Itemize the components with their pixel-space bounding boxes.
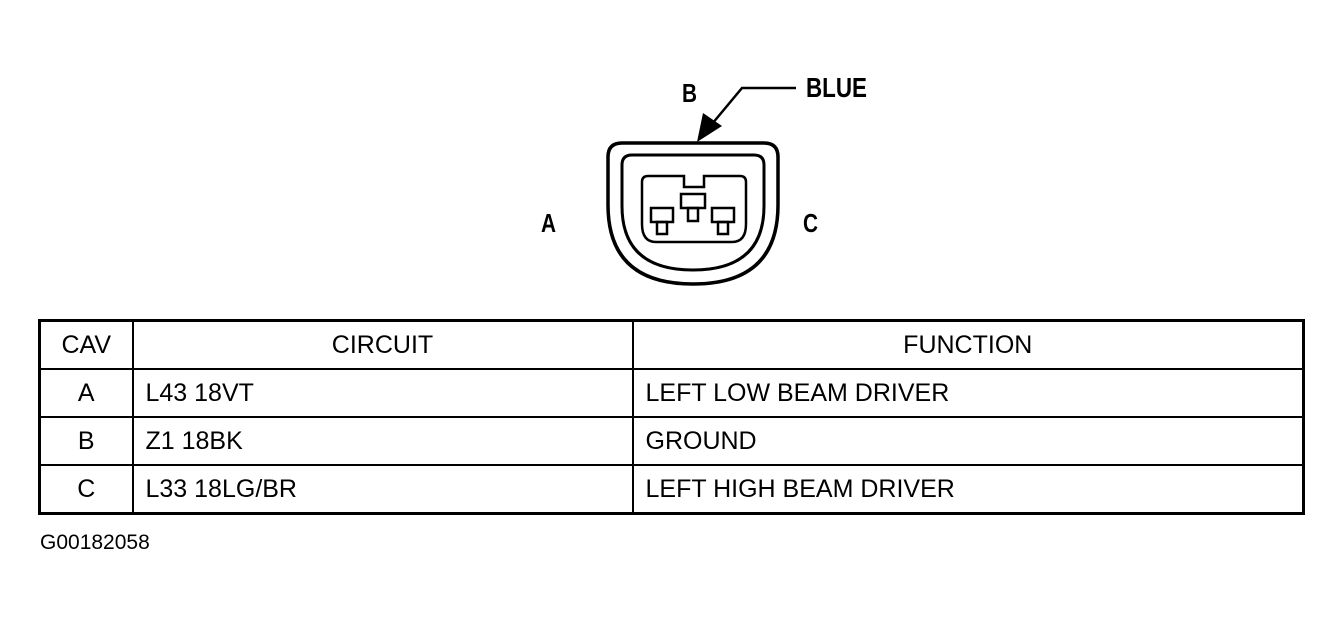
header-cav: CAV — [38, 319, 134, 370]
connector-face-drawing — [606, 86, 796, 286]
function-cell: LEFT LOW BEAM DRIVER — [631, 368, 1305, 418]
table-row: B Z1 18BK GROUND — [38, 416, 1305, 466]
function-cell: LEFT HIGH BEAM DRIVER — [631, 464, 1305, 515]
connector-pinout-table: CAV CIRCUIT FUNCTION A L43 18VT LEFT LOW… — [38, 319, 1305, 515]
pin-a-stem — [655, 220, 669, 236]
terminal-cavity — [640, 174, 748, 244]
cav-cell: C — [38, 464, 134, 515]
pin-c-terminal — [710, 206, 736, 224]
connector-inner-shell — [620, 153, 766, 272]
pin-c-stem — [716, 220, 730, 236]
function-cell: GROUND — [631, 416, 1305, 466]
connector-color-label: BLUE — [806, 72, 867, 103]
circuit-cell: L33 18LG/BR — [131, 464, 634, 515]
circuit-cell: Z1 18BK — [131, 416, 634, 466]
cav-cell: A — [38, 368, 134, 418]
table-row: C L33 18LG/BR LEFT HIGH BEAM DRIVER — [38, 464, 1305, 515]
connector-outer-shell — [606, 141, 780, 286]
pin-a-terminal — [649, 206, 675, 224]
table-row: A L43 18VT LEFT LOW BEAM DRIVER — [38, 368, 1305, 418]
pin-b-terminal — [679, 192, 707, 210]
table-header-row: CAV CIRCUIT FUNCTION — [38, 319, 1305, 370]
pin-c-label: C — [803, 208, 819, 238]
pin-a-label: A — [541, 208, 557, 238]
color-callout-leader — [711, 86, 796, 125]
pin-b-stem — [686, 206, 700, 223]
figure-id: G00182058 — [40, 531, 150, 554]
connector-diagram: B A C BLUE — [541, 72, 867, 286]
header-circuit: CIRCUIT — [131, 319, 634, 370]
cav-cell: B — [38, 416, 134, 466]
pin-b-label: B — [682, 78, 698, 108]
header-function: FUNCTION — [631, 319, 1305, 370]
color-callout-arrowhead — [697, 113, 722, 142]
circuit-cell: L43 18VT — [131, 368, 634, 418]
